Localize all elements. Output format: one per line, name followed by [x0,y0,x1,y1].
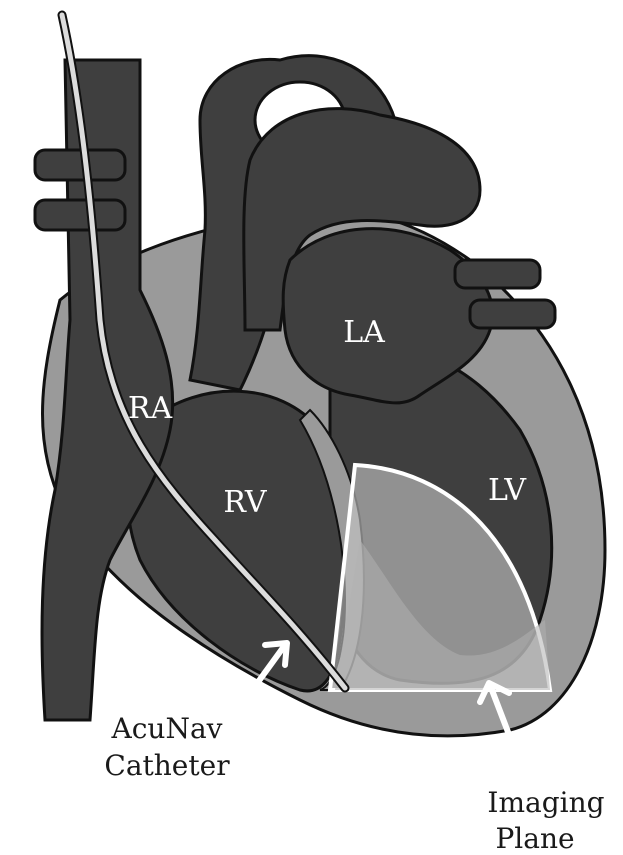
pulmonary-vein-lower-right [470,300,555,328]
pulmonary-vein-upper-right [455,260,540,288]
pulmonary-vein-lower-left [35,200,125,230]
label-la: LA [343,315,385,350]
label-plane-line2: Plane [495,822,574,855]
label-catheter-line2: Catheter [104,749,230,782]
label-ra: RA [128,391,173,426]
label-rv: RV [223,485,268,520]
label-plane-line1: Imaging [487,786,604,819]
label-catheter-line1: AcuNav [111,712,223,745]
label-lv: LV [488,473,527,508]
pulmonary-vein-upper-left [35,150,125,180]
